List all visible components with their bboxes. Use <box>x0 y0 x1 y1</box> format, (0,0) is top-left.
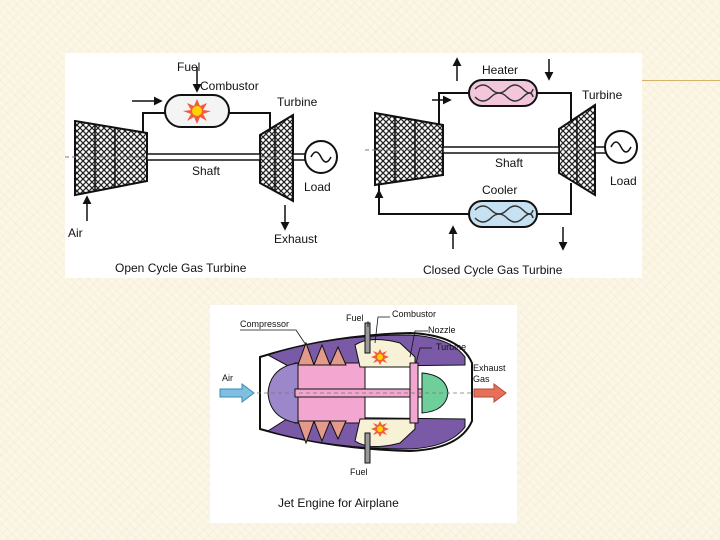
closed-shaft <box>365 146 613 154</box>
jet-fuel-bottom-label: Fuel <box>350 467 368 477</box>
jet-fuel-injector-top <box>364 322 371 354</box>
jet-engine-diagram: Compressor Fuel Combustor Nozzle Turbine… <box>219 309 507 510</box>
open-exhaust-label: Exhaust <box>274 232 318 246</box>
closed-cooler <box>468 200 538 228</box>
jet-compressor-blades <box>297 341 347 445</box>
open-load-generator <box>304 140 338 174</box>
open-fuel-label: Fuel <box>177 60 200 74</box>
jet-exhaust-label-line2: Gas <box>473 374 490 384</box>
jet-turbine-label: Turbine <box>436 342 466 352</box>
open-air-label: Air <box>68 226 83 240</box>
compressor-label: Compressor <box>240 319 289 329</box>
nozzle-label: Nozzle <box>428 325 456 335</box>
gas-turbine-cycles-figure: Fuel Combustor Turbine Shaft Load Air Ex… <box>65 53 642 278</box>
closed-compressor <box>374 111 444 187</box>
jet-fuel-top-label: Fuel <box>346 313 364 323</box>
jet-fuel-injector-bottom <box>364 432 371 464</box>
jet-engine-caption: Jet Engine for Airplane <box>278 496 399 510</box>
closed-load-label: Load <box>610 174 637 188</box>
open-shaft-label: Shaft <box>192 164 221 178</box>
open-cycle-diagram: Fuel Combustor Turbine Shaft Load Air Ex… <box>65 60 338 275</box>
open-combustor <box>164 94 230 128</box>
jet-leader-lines <box>240 316 432 364</box>
cooler-label: Cooler <box>482 183 517 197</box>
closed-heater <box>468 79 538 107</box>
open-combustor-label: Combustor <box>200 79 259 93</box>
jet-air-label: Air <box>222 373 233 383</box>
open-cycle-caption: Open Cycle Gas Turbine <box>115 261 247 275</box>
open-turbine-label: Turbine <box>277 95 318 109</box>
jet-engine-figure: Compressor Fuel Combustor Nozzle Turbine… <box>210 305 517 523</box>
closed-cycle-caption: Closed Cycle Gas Turbine <box>423 263 563 277</box>
closed-cycle-diagram: Heater Turbine Shaft Cooler Load Closed … <box>365 57 638 277</box>
jet-exhaust-label-line1: Exhaust <box>473 363 506 373</box>
jet-air-arrow <box>219 383 255 403</box>
open-shaft <box>65 153 313 161</box>
jet-spinner <box>267 362 299 424</box>
gas-turbine-cycles-diagram: Fuel Combustor Turbine Shaft Load Air Ex… <box>65 57 638 277</box>
open-ducts <box>142 112 271 133</box>
jet-exhaust-arrow <box>473 383 507 403</box>
open-load-label: Load <box>304 180 331 194</box>
closed-shaft-label: Shaft <box>495 156 524 170</box>
open-compressor <box>74 119 148 197</box>
heater-label: Heater <box>482 63 518 77</box>
closed-load-generator <box>604 130 638 164</box>
closed-turbine-label: Turbine <box>582 88 623 102</box>
open-turbine <box>259 113 294 203</box>
jet-combustor-label: Combustor <box>392 309 436 319</box>
